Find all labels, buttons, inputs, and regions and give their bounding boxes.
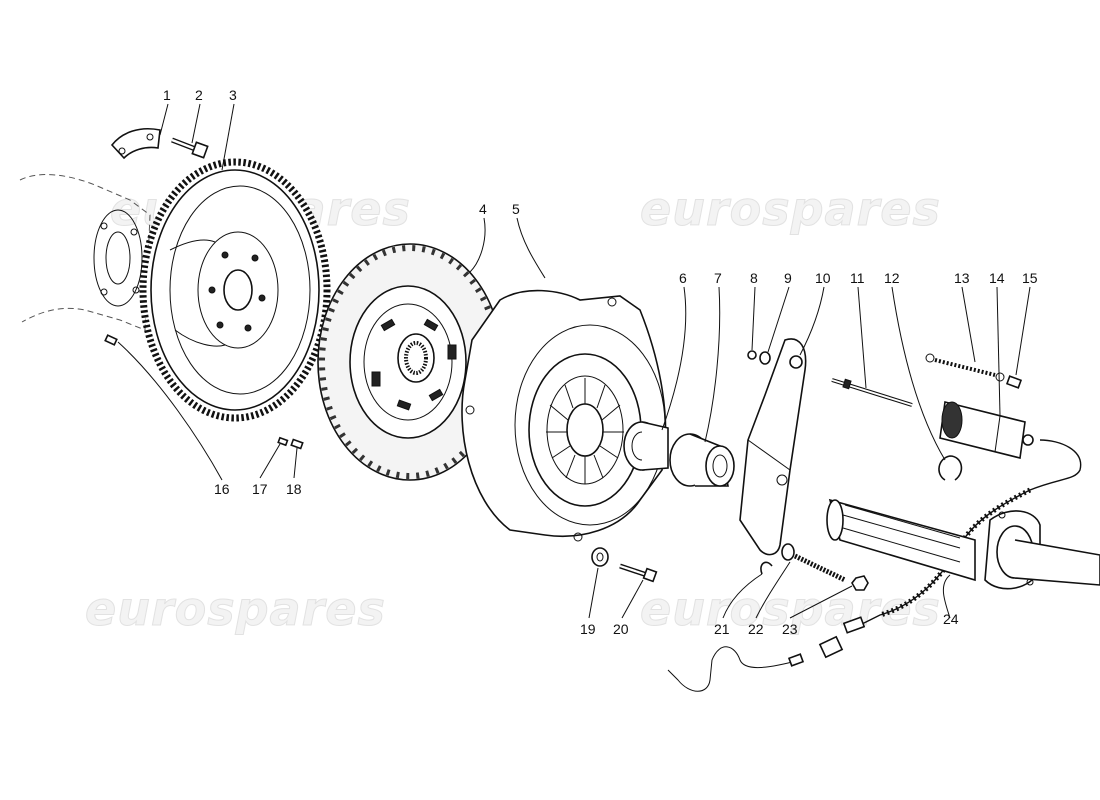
part-7-bearing-sleeve (669, 433, 735, 487)
part-6-release-bearing (623, 421, 669, 471)
part-10-release-fork (739, 338, 807, 556)
callout-12: 12 (884, 270, 900, 286)
callout-8: 8 (750, 270, 758, 286)
part-15-bleed-screw (1005, 375, 1023, 389)
part-17-dowel (277, 436, 289, 447)
callout-18: 18 (286, 481, 302, 497)
callout-19: 19 (580, 621, 596, 637)
part-18-dowel (290, 438, 304, 450)
callout-24: 24 (943, 611, 959, 627)
part-11-pin (831, 378, 913, 407)
watermark-bottom-left: eurospares (85, 582, 386, 636)
callout-15: 15 (1022, 270, 1038, 286)
callout-10: 10 (815, 270, 831, 286)
part-23-lock-nut (851, 575, 869, 591)
callout-4: 4 (479, 201, 487, 217)
part-1-lock-plate (110, 128, 161, 160)
watermark-bottom-right: eurospares (640, 582, 941, 636)
part-5-pressure-plate (461, 289, 667, 542)
callout-5: 5 (512, 201, 520, 217)
callout-13: 13 (954, 270, 970, 286)
callout-23: 23 (782, 621, 798, 637)
part-21-circlip (760, 561, 773, 575)
callout-22: 22 (748, 621, 764, 637)
part-22-adjusting-bolt (781, 543, 847, 583)
part-13-return-spring (925, 353, 1005, 382)
callout-16: 16 (214, 481, 230, 497)
callout-labels: 1 2 3 4 5 6 7 8 9 10 11 12 13 14 15 16 1… (163, 87, 1038, 637)
callout-6: 6 (679, 270, 687, 286)
callout-21: 21 (714, 621, 730, 637)
callout-1: 1 (163, 87, 171, 103)
part-2-flywheel-bolt (171, 137, 209, 159)
part-3-flywheel (139, 158, 331, 422)
part-16-dowel (104, 334, 118, 346)
callout-17: 17 (252, 481, 268, 497)
part-14-slave-cylinder (939, 401, 1034, 459)
part-8-nut (747, 350, 757, 360)
gearbox-input-shaft (826, 498, 1100, 590)
callout-14: 14 (989, 270, 1005, 286)
watermarks: eurospares eurospares eurospares eurospa… (85, 182, 941, 637)
part-9-washer (759, 351, 771, 365)
part-12-circlip (938, 455, 963, 481)
callout-2: 2 (195, 87, 203, 103)
watermark-top-right: eurospares (640, 182, 941, 236)
callout-11: 11 (850, 270, 865, 286)
callout-9: 9 (784, 270, 792, 286)
leader-lines (117, 103, 1031, 619)
part-19-washer (591, 547, 609, 567)
callout-7: 7 (714, 270, 722, 286)
callout-20: 20 (613, 621, 629, 637)
callout-3: 3 (229, 87, 237, 103)
engine-ghost-outline (19, 174, 151, 331)
part-20-cover-bolt (619, 563, 658, 583)
